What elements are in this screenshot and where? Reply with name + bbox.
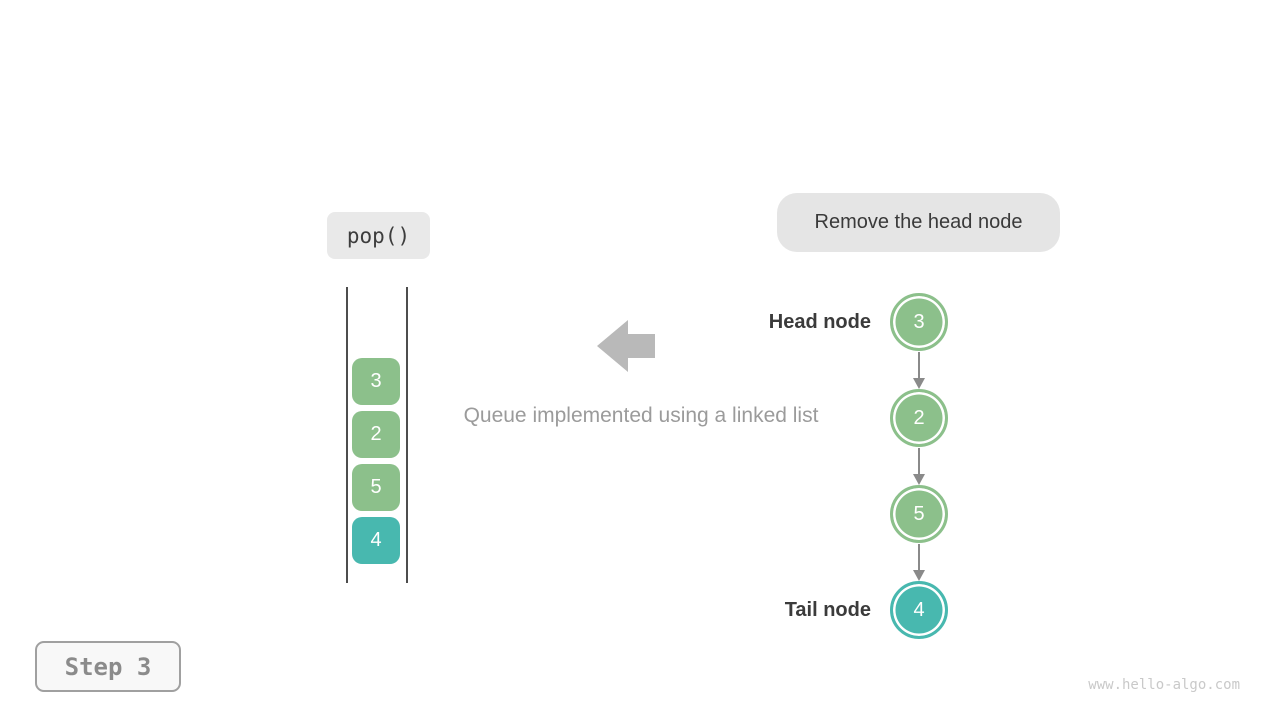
linked-list-node: 4 [890, 581, 948, 639]
queue-block-value: 5 [370, 476, 382, 498]
remove-head-annotation: Remove the head node [777, 193, 1060, 252]
linked-list-node: 3 [890, 293, 948, 351]
arrow-head [913, 570, 925, 581]
linked-list-node-value: 2 [913, 406, 925, 429]
arrow-shaft [917, 544, 921, 571]
linked-list-node-value: 5 [913, 502, 925, 525]
down-arrow-icon [912, 448, 926, 485]
queue-container-right-wall [406, 287, 408, 583]
watermark-url: www.hello-algo.com [1088, 677, 1240, 693]
linked-list-node-value: 3 [913, 310, 925, 333]
queue-block-value: 3 [370, 370, 382, 392]
tail-node-label: Tail node [784, 599, 871, 621]
diagram-caption: Queue implemented using a linked list [463, 404, 819, 427]
linked-list-node: 2 [890, 389, 948, 447]
step-badge: Step 3 [35, 641, 181, 692]
left-arrow-icon [597, 320, 655, 372]
queue-block: 4 [352, 517, 400, 564]
queue-container-left-wall [346, 287, 348, 583]
arrow-head [913, 378, 925, 389]
arrow-shaft [917, 448, 921, 475]
down-arrow-icon [912, 544, 926, 581]
head-node-label: Head node [768, 311, 871, 333]
remove-head-annotation-text: Remove the head node [814, 211, 1023, 233]
pop-operation-text: pop() [346, 223, 411, 248]
queue-block: 2 [352, 411, 400, 458]
pop-operation-label: pop() [327, 212, 430, 259]
linked-list-node-value: 4 [913, 598, 925, 621]
linked-list-node: 5 [890, 485, 948, 543]
queue-block-value: 2 [370, 423, 382, 445]
step-badge-text: Step 3 [64, 652, 152, 681]
queue-block-value: 4 [370, 529, 382, 551]
queue-block: 5 [352, 464, 400, 511]
arrow-head [913, 474, 925, 485]
down-arrow-icon [912, 352, 926, 389]
queue-block: 3 [352, 358, 400, 405]
arrow-shaft [917, 352, 921, 379]
